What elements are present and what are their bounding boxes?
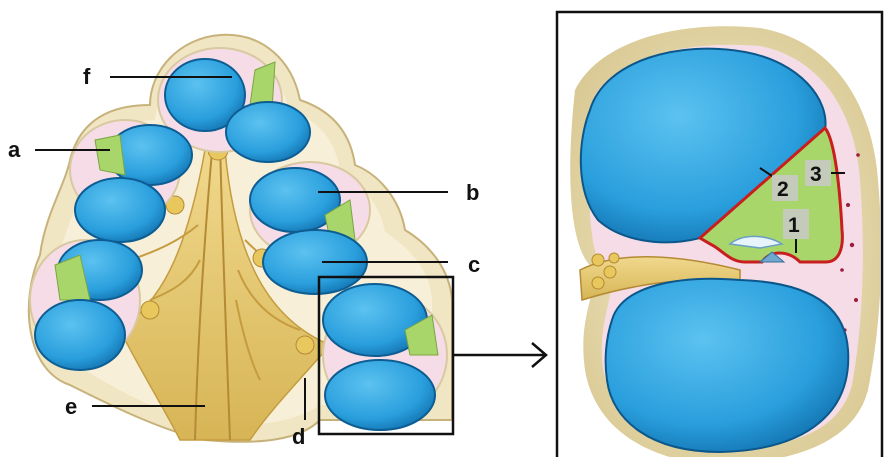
label-f: f — [83, 64, 91, 89]
label-d: d — [292, 424, 305, 449]
svg-text:3: 3 — [810, 163, 822, 186]
label-a: a — [8, 137, 21, 162]
arrow-right-icon — [453, 343, 546, 367]
turn-middle-right — [250, 162, 370, 294]
cross-section-detail: 2 3 1 — [557, 12, 882, 457]
label-c: c — [468, 252, 480, 277]
svg-text:2: 2 — [777, 178, 789, 201]
scala-tympani — [606, 279, 849, 452]
svg-text:1: 1 — [788, 214, 800, 237]
label-b: b — [466, 180, 479, 205]
label-e: e — [65, 394, 77, 419]
cochlea-overview: f a b c d e — [8, 35, 480, 449]
